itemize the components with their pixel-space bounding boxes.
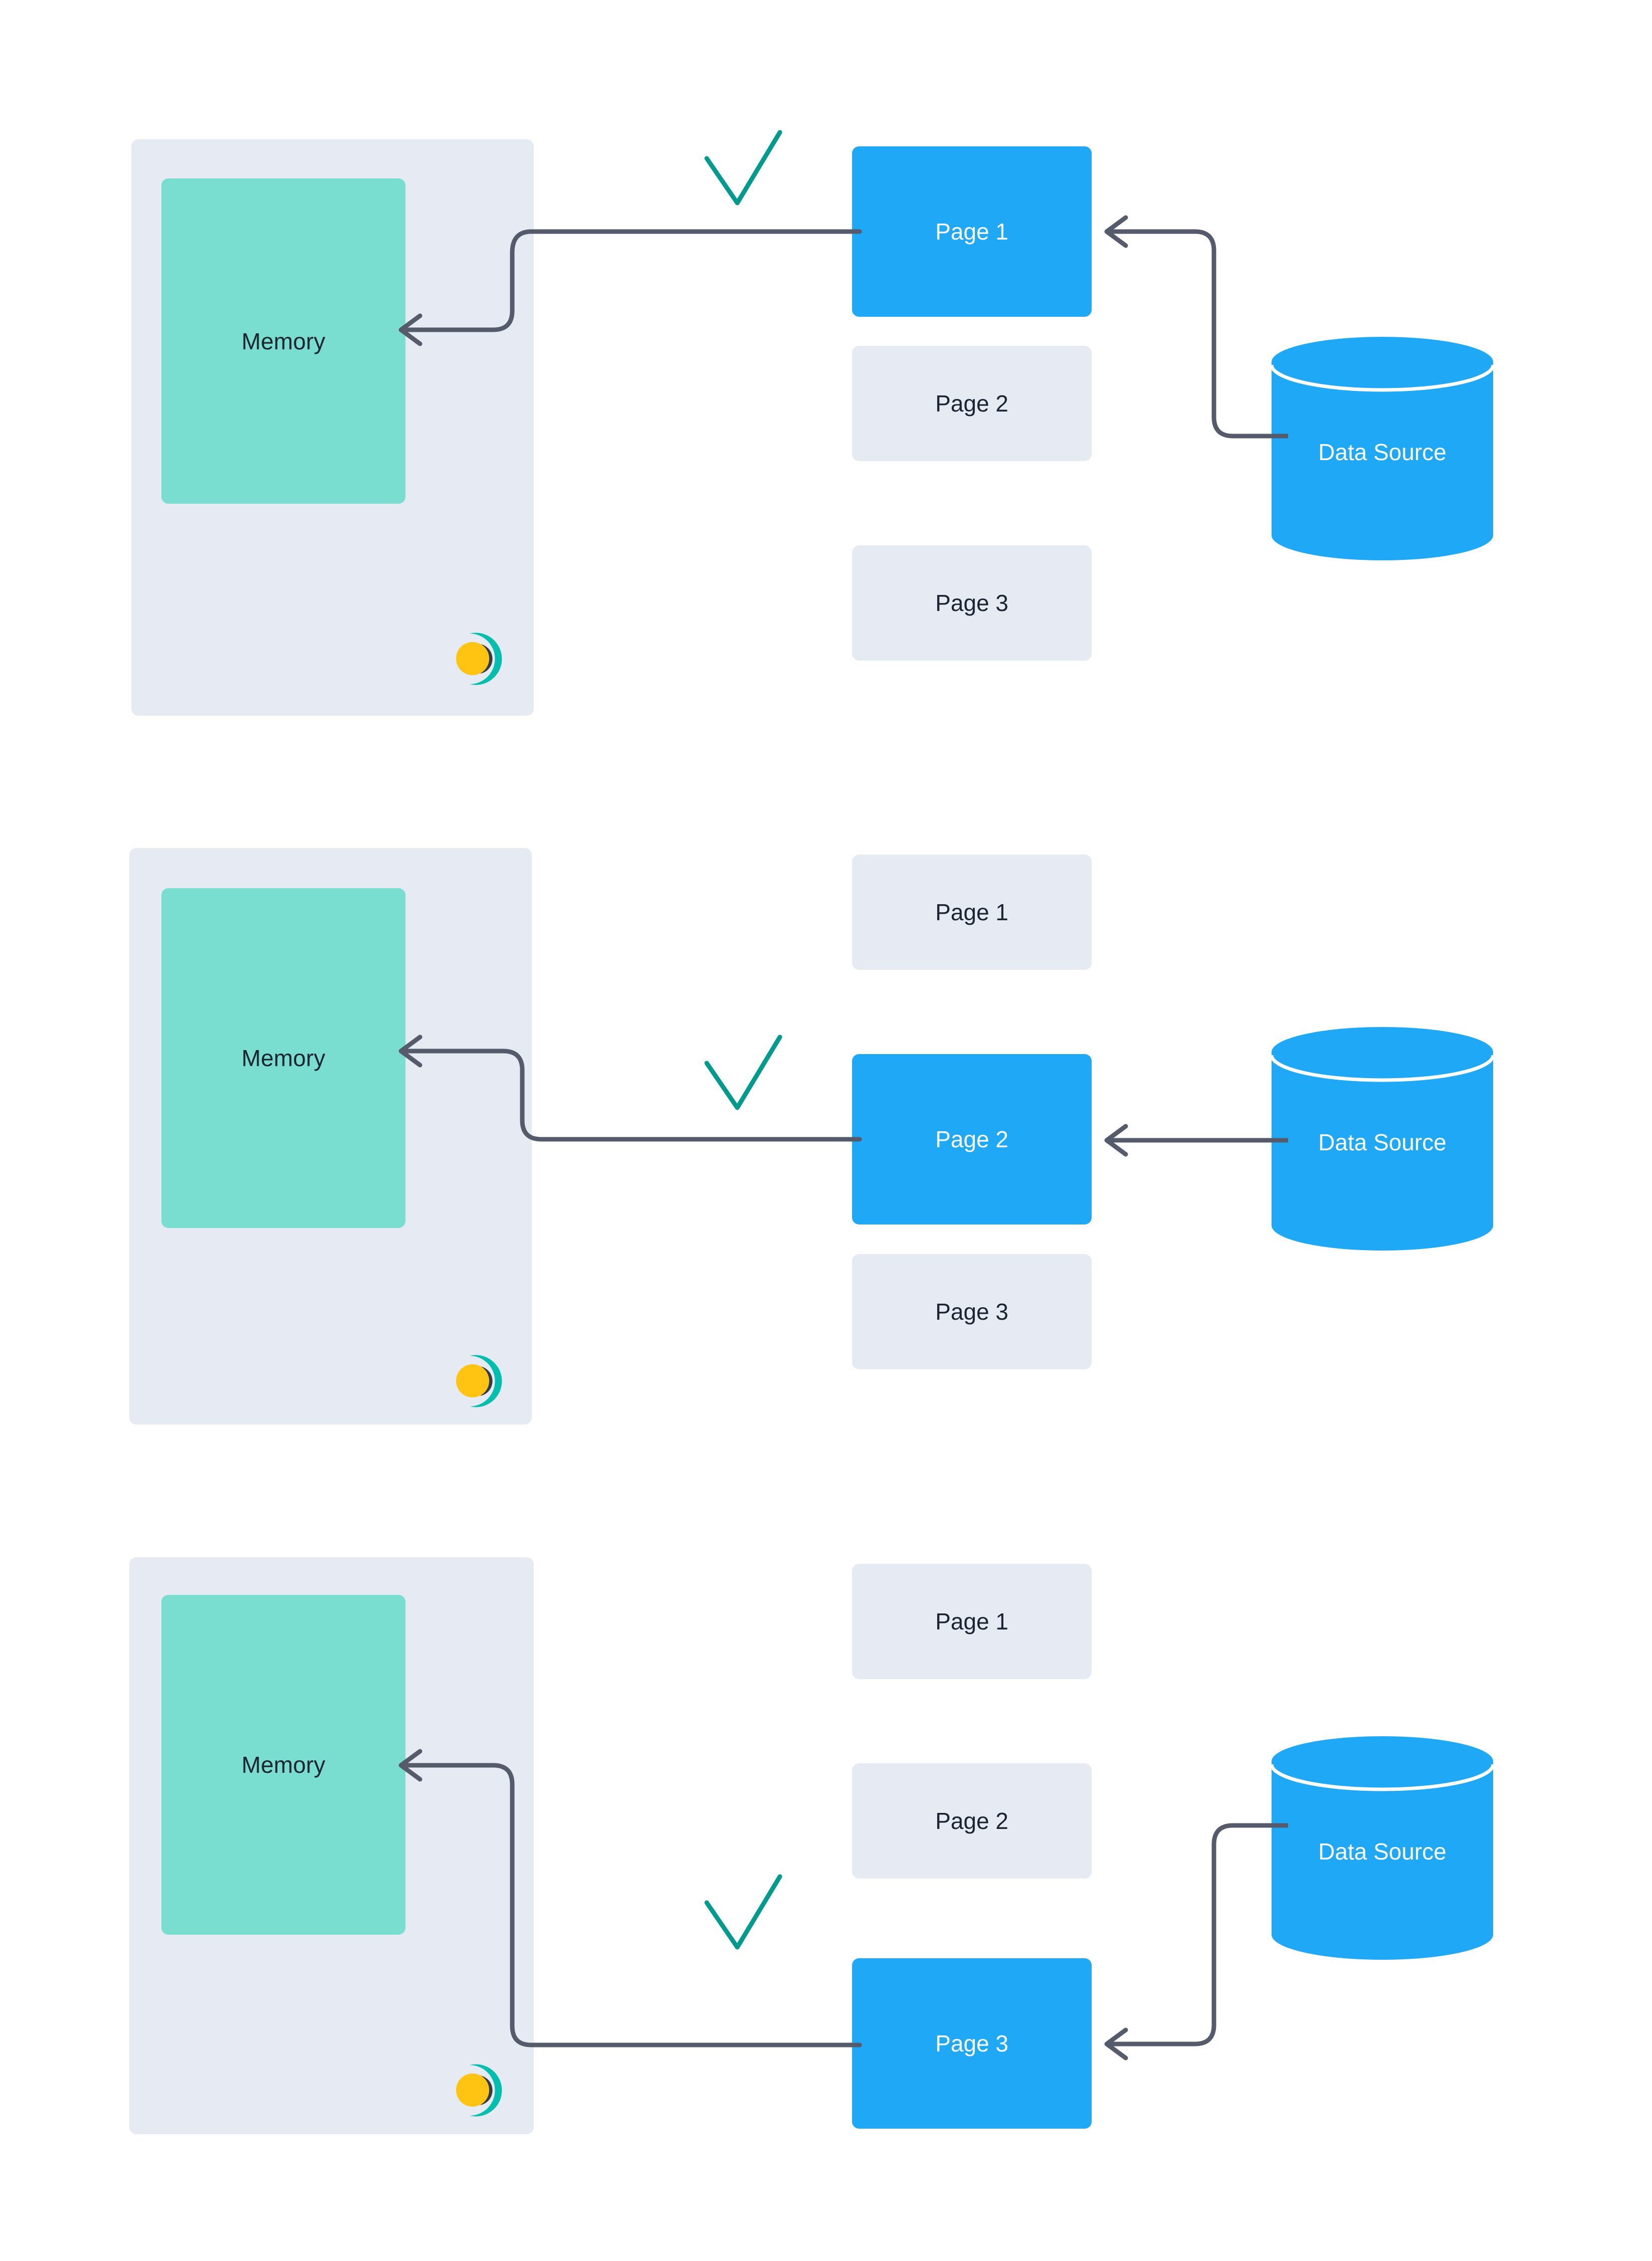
panel-2-page-3-box[interactable]: Page 3 [852,1254,1092,1369]
brand-logo-icon [450,1350,515,1412]
panel-2-data-source-cylinder[interactable]: Data Source [1270,1026,1495,1252]
panel-3-page-3-box[interactable]: Page 3 [852,1958,1092,2129]
panel-2-page-1-box[interactable]: Page 1 [852,855,1092,970]
panel-1-page-to-memory-connector [381,211,862,351]
panel-1-page-1-label: Page 1 [935,219,1008,245]
panel-1-page-2-box[interactable]: Page 2 [852,346,1092,461]
panel-1-memory-label: Memory [241,328,326,354]
panel-1-checkmark-icon [700,125,790,216]
panel-3-page-2-label: Page 2 [935,1808,1008,1834]
panel-2-memory-box: Memory [161,888,405,1228]
panel-1-page-3-label: Page 3 [935,590,1008,616]
panel-1-source-to-page-connector [1078,211,1288,451]
panel-3-source-to-page-connector [1078,1804,1288,2065]
panel-3-memory-label: Memory [241,1752,326,1778]
panel-2-page-3-label: Page 3 [935,1299,1008,1325]
panel-2-page-to-memory-connector [381,1030,862,1150]
panel-2-memory-label: Memory [241,1045,326,1071]
panel-2-page-2-box[interactable]: Page 2 [852,1054,1092,1224]
panel-3-checkmark-icon [700,1870,790,1960]
brand-logo-icon [450,628,515,690]
panel-3-page-3-label: Page 3 [935,2030,1008,2057]
panel-2-page-2-label: Page 2 [935,1126,1008,1152]
panel-3-data-source-cylinder[interactable]: Data Source [1270,1735,1495,1961]
panel-1-memory-box: Memory [161,178,405,504]
panel-1-data-source-cylinder[interactable]: Data Source [1270,336,1495,561]
panel-3-memory-box: Memory [161,1595,405,1935]
panel-3-page-1-box[interactable]: Page 1 [852,1564,1092,1679]
panel-1-page-3-box[interactable]: Page 3 [852,545,1092,661]
panel-3-page-to-memory-connector [381,1744,862,2075]
panel-2-page-1-label: Page 1 [935,899,1008,925]
panel-2-source-to-page-connector [1078,1120,1288,1160]
panel-2-checkmark-icon [700,1030,790,1120]
panel-1-page-2-label: Page 2 [935,390,1008,417]
panel-3-page-2-box[interactable]: Page 2 [852,1763,1092,1879]
brand-logo-icon [450,2059,515,2122]
panel-1-page-1-box[interactable]: Page 1 [852,146,1092,317]
panel-3-page-1-label: Page 1 [935,1608,1008,1634]
